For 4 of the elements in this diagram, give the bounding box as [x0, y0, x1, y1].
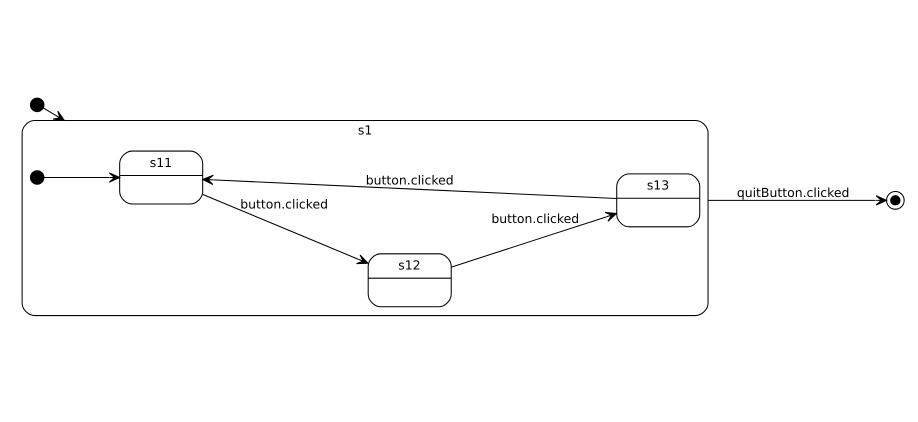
edge-label: button.clicked	[491, 210, 580, 226]
edge-label: button.clicked	[240, 196, 328, 212]
edge-label: button.clicked	[366, 172, 454, 188]
edge-label: quitButton.clicked	[736, 184, 850, 200]
